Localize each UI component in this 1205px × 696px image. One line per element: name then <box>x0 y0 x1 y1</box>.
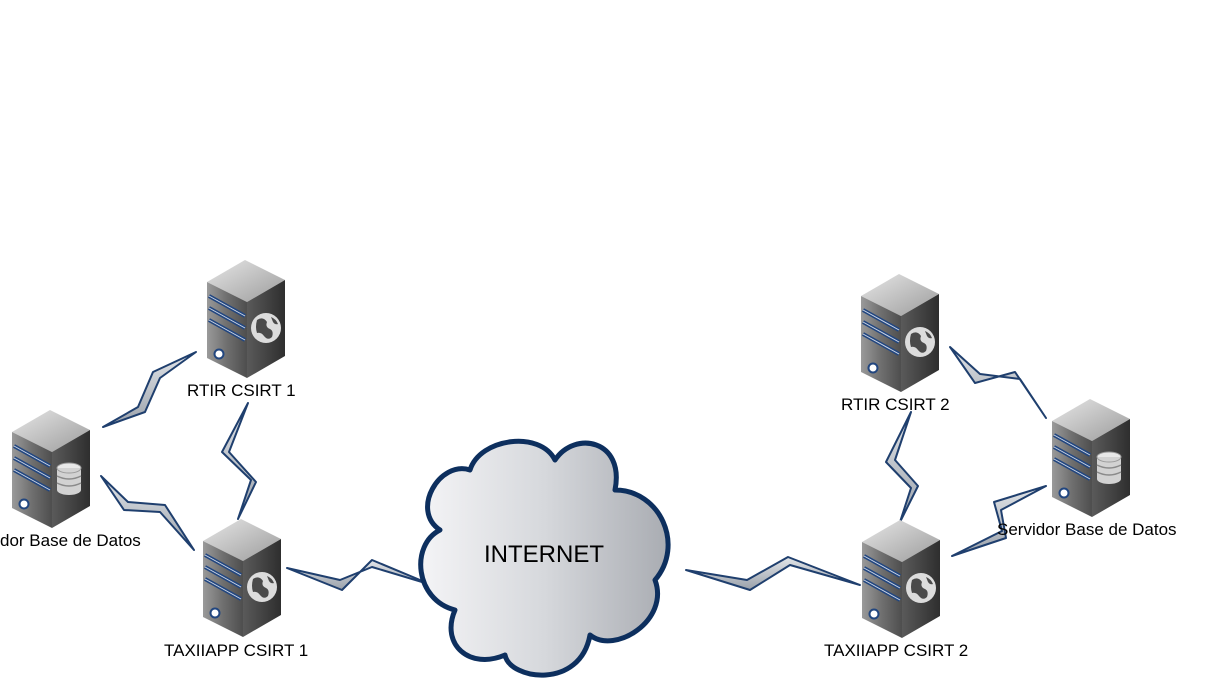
link-db1-taxii1 <box>100 475 195 551</box>
taxiiapp-csirt2-label: TAXIIAPP CSIRT 2 <box>824 641 969 660</box>
link-taxii1-internet <box>286 559 433 591</box>
link-rtir1-taxii1 <box>221 402 257 520</box>
taxiiapp-csirt1-label: TAXIIAPP CSIRT 1 <box>164 641 309 660</box>
internet-cloud-icon <box>418 438 671 678</box>
rtir-csirt1-server-icon[interactable] <box>205 258 287 380</box>
internet-label: INTERNET <box>484 541 604 568</box>
db-server1-label: dor Base de Datos <box>0 531 141 550</box>
taxiiapp-csirt1-server-icon[interactable] <box>201 517 283 639</box>
db-server2-label: Servidor Base de Datos <box>997 520 1177 539</box>
link-internet-taxii2 <box>685 556 861 591</box>
link-db2-taxii2 <box>951 485 1047 557</box>
rtir-csirt1-label: RTIR CSIRT 1 <box>187 381 296 400</box>
db-server2-icon[interactable] <box>1050 397 1132 519</box>
taxiiapp-csirt2-server-icon[interactable] <box>860 518 942 640</box>
rtir-csirt2-label: RTIR CSIRT 2 <box>841 395 950 414</box>
link-db1-rtir1 <box>102 351 197 428</box>
rtir-csirt2-server-icon[interactable] <box>859 272 941 394</box>
db-server1-icon[interactable] <box>10 408 92 530</box>
link-rtir2-taxii2 <box>885 411 919 523</box>
link-rtir2-db2 <box>949 346 1047 419</box>
